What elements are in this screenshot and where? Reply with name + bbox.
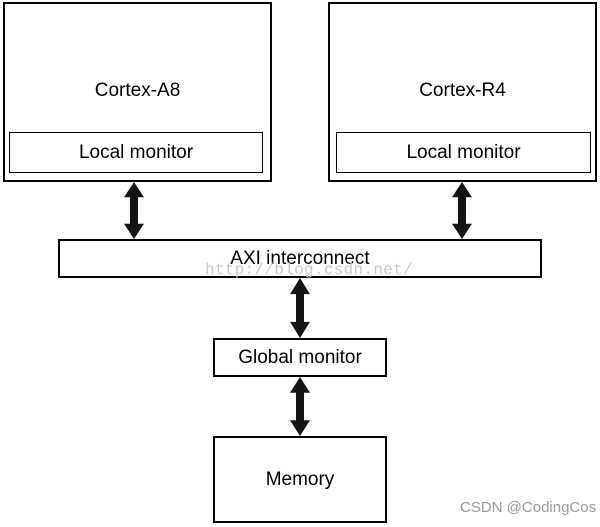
cortex-a8-label: Cortex-A8 (94, 80, 181, 101)
axi-interconnect-label: AXI interconnect (230, 247, 370, 269)
local-monitor-r4-box: Local monitor (336, 132, 591, 173)
cortex-r4-label: Cortex-R4 (419, 80, 506, 101)
local-monitor-r4-label: Local monitor (406, 141, 521, 163)
axi-interconnect-box: AXI interconnect (58, 239, 542, 278)
local-monitor-a8-box: Local monitor (9, 132, 263, 173)
arrow-axi-global-monitor-icon (290, 278, 310, 338)
global-monitor-box: Global monitor (213, 338, 387, 377)
arrow-cortex-a8-axi-icon (124, 182, 144, 239)
arrow-global-monitor-memory-icon (290, 377, 310, 436)
credit-text: CSDN @CodingCos (460, 499, 597, 516)
memory-label: Memory (265, 468, 335, 490)
local-monitor-a8-label: Local monitor (78, 141, 194, 163)
cortex-a8-box: Cortex-A8 Local monitor (3, 2, 272, 182)
memory-box: Memory (213, 436, 387, 523)
cortex-r4-box: Cortex-R4 Local monitor (328, 2, 597, 182)
global-monitor-label: Global monitor (238, 346, 362, 368)
watermark-text: http://blog.csdn.net/ (205, 261, 413, 279)
arrow-cortex-r4-axi-icon (452, 182, 472, 239)
